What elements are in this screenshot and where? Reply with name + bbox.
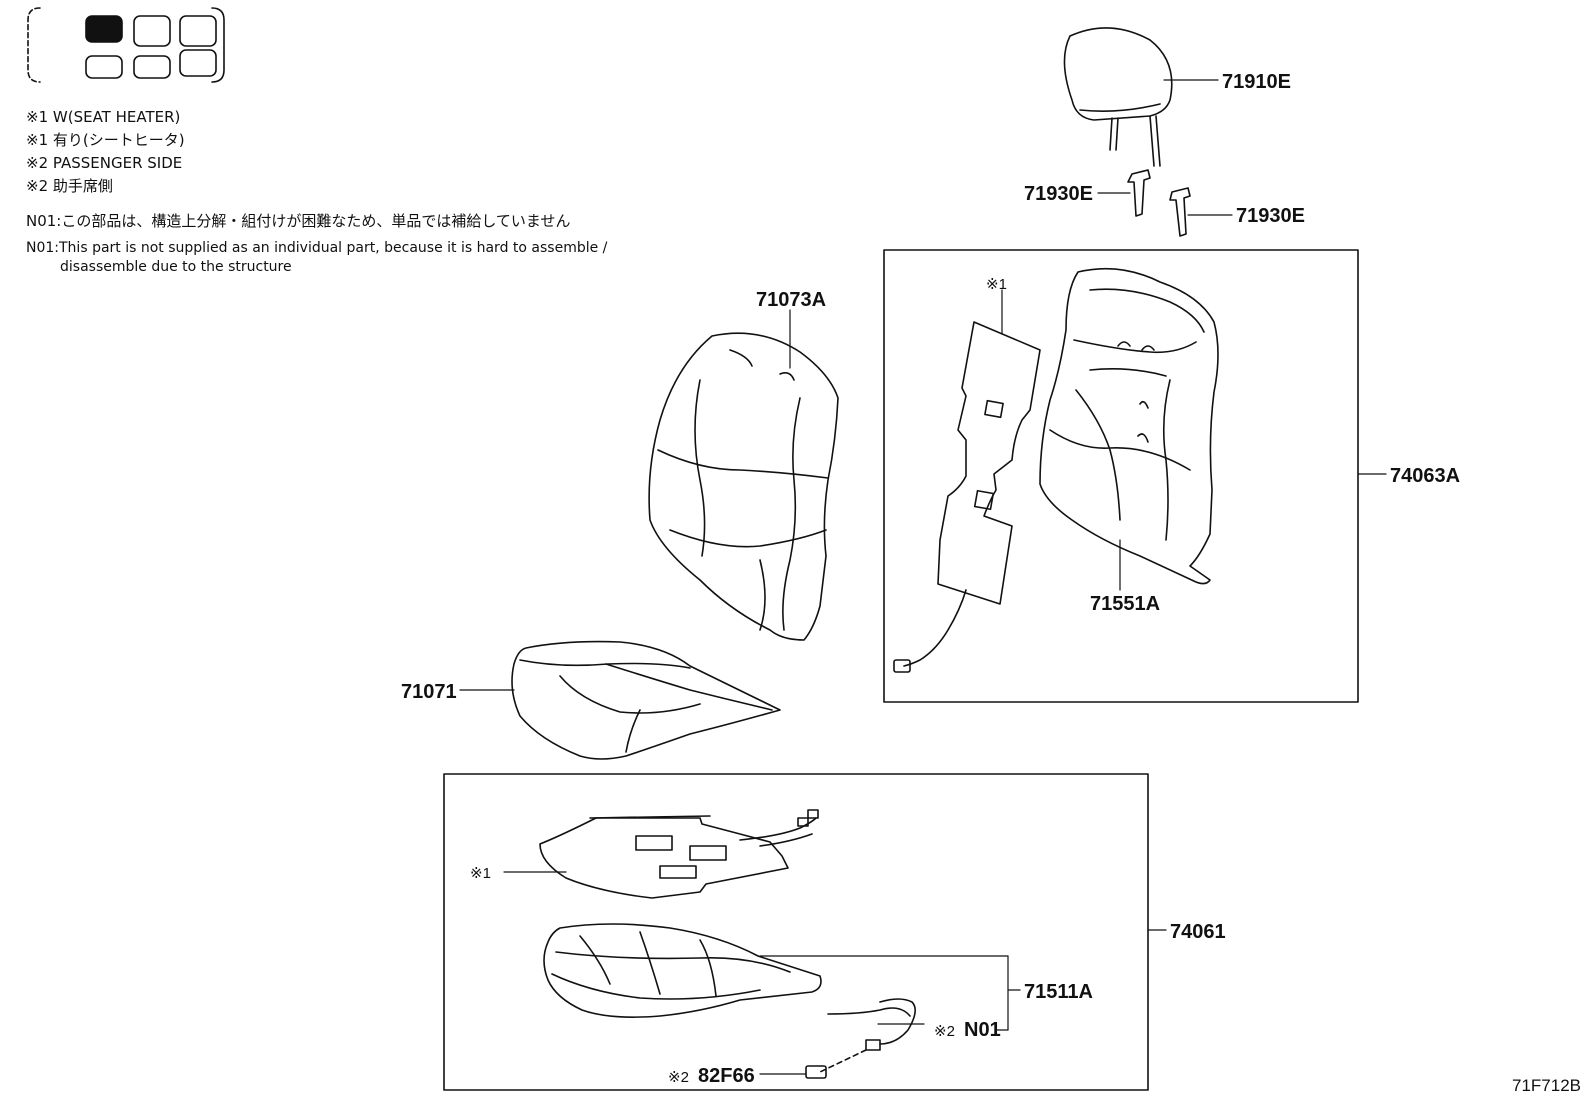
cushion-pad-illustration — [543, 923, 916, 1079]
headrest-illustration — [1063, 27, 1173, 167]
heater-note-seatback: ※1 — [986, 276, 1007, 293]
legend-note-1: ※1 W(SEAT HEATER) — [26, 108, 181, 126]
figure-id: 71F712B — [1512, 1076, 1581, 1095]
n01-note-japanese: N01:この部品は、構造上分解・組付けが困難なため、単品では補給していません — [26, 212, 571, 230]
part-number-seatback-pad: 71551A — [1090, 593, 1160, 615]
leader-lines — [459, 79, 1387, 1075]
legend-note-2: ※1 有り(シートヒータ) — [26, 131, 185, 149]
n01-note-mark: ※2 — [934, 1023, 955, 1040]
headrest-guide-right-illustration — [1169, 187, 1191, 237]
n01-label: N01 — [964, 1019, 1001, 1041]
part-number-guide-left: 71930E — [1024, 183, 1093, 205]
connector-note-mark: ※2 — [668, 1069, 689, 1086]
seat-position-icon — [27, 7, 225, 83]
part-number-connector: 82F66 — [698, 1065, 755, 1087]
part-number-cushion-assembly: 74061 — [1170, 921, 1226, 943]
seatback-assembly-frame — [883, 249, 1359, 703]
legend-note-3: ※2 PASSENGER SIDE — [26, 154, 183, 172]
part-number-headrest: 71910E — [1222, 71, 1291, 93]
headrest-guide-left-illustration — [1127, 169, 1151, 217]
seatback-pad-illustration — [1039, 267, 1219, 585]
legend-note-4: ※2 助手席側 — [26, 177, 113, 195]
seatback-cover-illustration — [648, 332, 839, 641]
cushion-cover-illustration — [511, 640, 781, 760]
n01-note-english-line1: N01:This part is not supplied as an indi… — [26, 240, 608, 256]
heater-note-cushion: ※1 — [470, 865, 491, 882]
cushion-assembly-frame — [443, 773, 1149, 1091]
part-number-cushion-pad: 71511A — [1024, 981, 1093, 1003]
part-number-guide-right: 71930E — [1236, 205, 1305, 227]
part-number-cushion-cover: 71071 — [401, 681, 457, 703]
part-number-seatback-cover: 71073A — [756, 289, 826, 311]
n01-note-english-line2: disassemble due to the structure — [60, 259, 292, 275]
seatback-heater-illustration — [893, 321, 1041, 673]
cushion-heater-illustration — [539, 809, 819, 899]
part-number-seatback-assembly: 74063A — [1390, 465, 1460, 487]
